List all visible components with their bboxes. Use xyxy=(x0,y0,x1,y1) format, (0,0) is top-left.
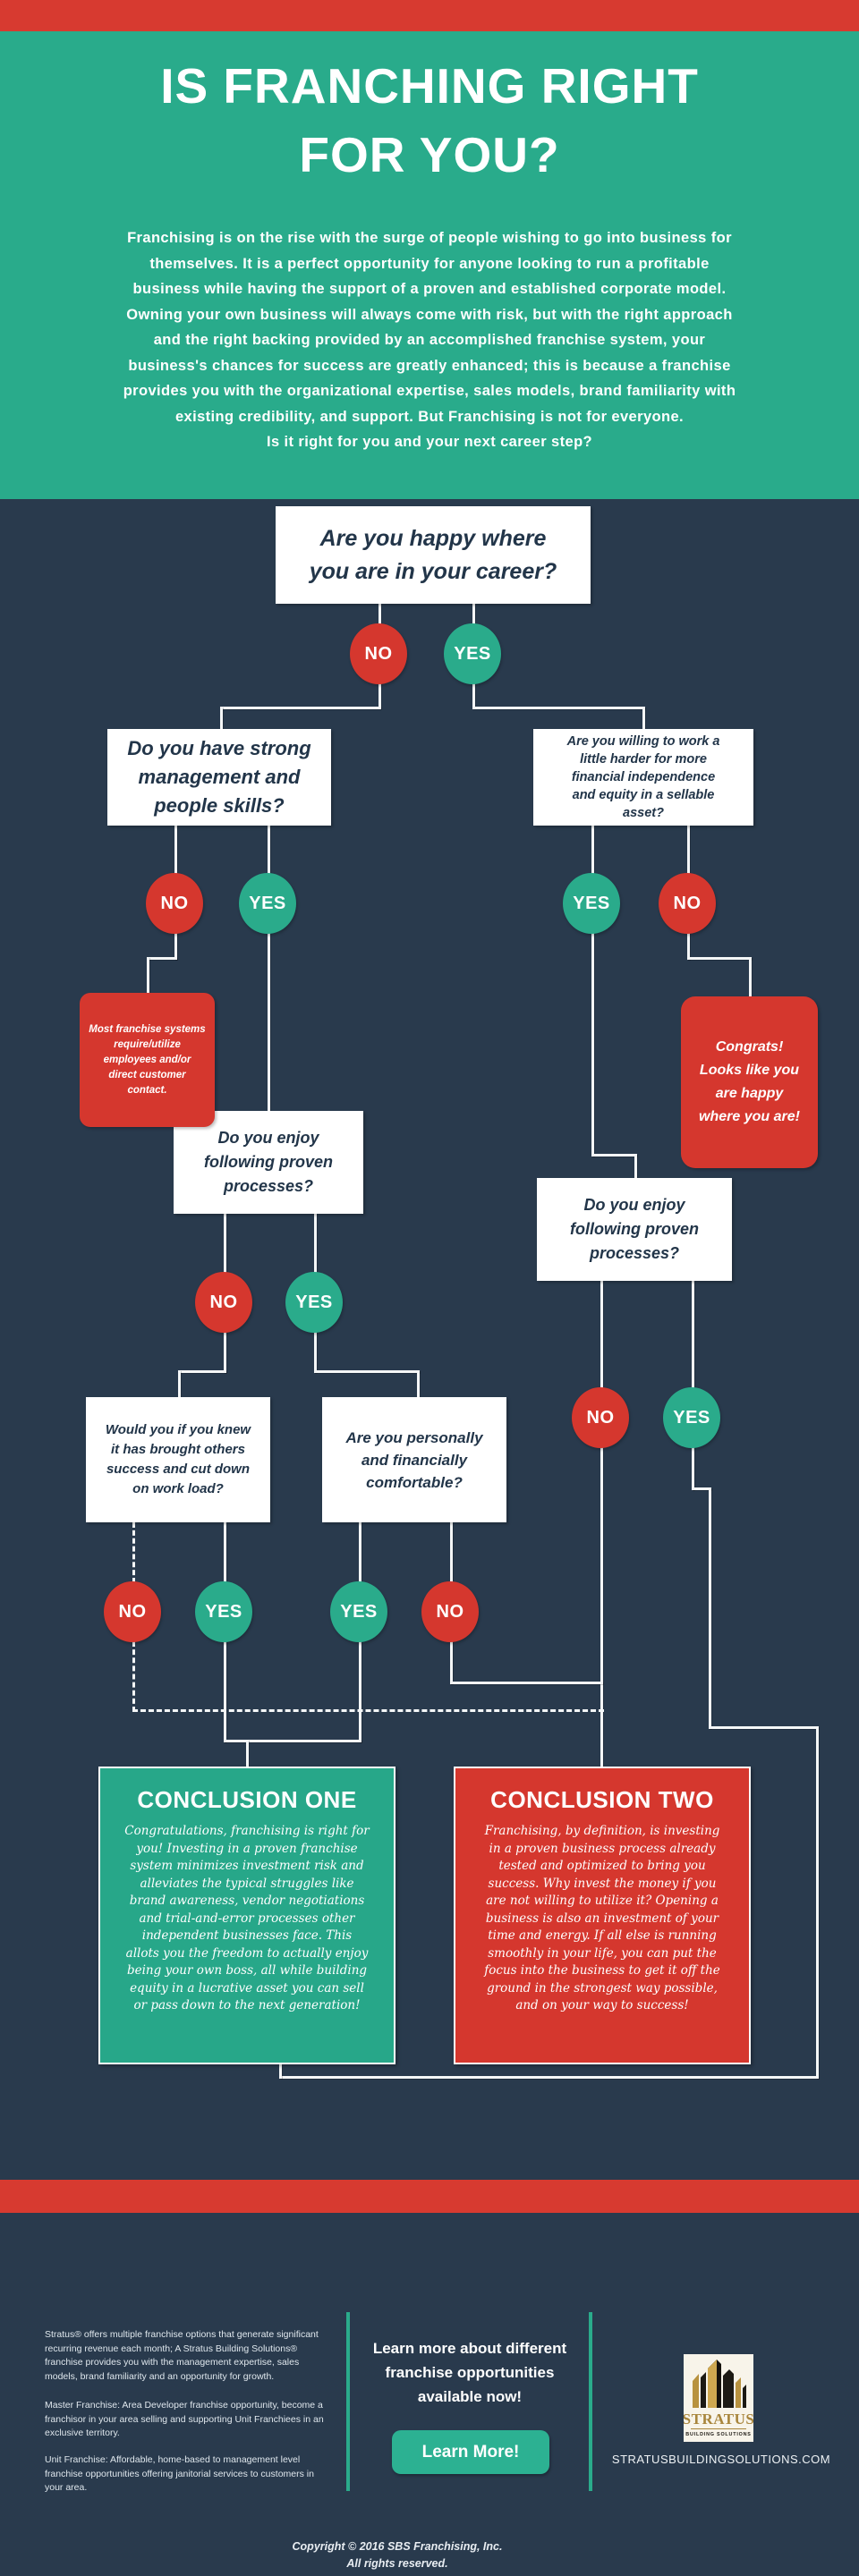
answer-no-circle: NO xyxy=(659,873,716,934)
conclusion-one-title: CONCLUSION ONE xyxy=(137,1786,357,1813)
connector xyxy=(692,1447,694,1490)
connector xyxy=(591,1154,637,1157)
connector xyxy=(220,707,223,731)
connector xyxy=(147,957,177,960)
answer-no-circle: NO xyxy=(421,1581,479,1642)
connector xyxy=(692,1281,694,1390)
connector xyxy=(749,957,752,998)
connector xyxy=(472,683,475,708)
connector xyxy=(314,1370,420,1373)
connector xyxy=(178,1370,226,1373)
top-red-bar xyxy=(0,0,859,31)
connector xyxy=(174,826,177,876)
conclusion-two-title: CONCLUSION TWO xyxy=(490,1786,714,1813)
connector xyxy=(472,707,645,709)
dashed-connector xyxy=(132,1641,135,1712)
connector xyxy=(378,604,381,627)
footer-paragraph-master-franchise: Master Franchise: Area Developer franchi… xyxy=(45,2400,324,2438)
connector xyxy=(268,826,270,876)
website-link[interactable]: STRATUSBUILDINGSOLUTIONS.COM xyxy=(611,2453,831,2466)
connector xyxy=(224,1214,226,1275)
answer-yes-circle: YES xyxy=(663,1387,720,1448)
connector xyxy=(600,1281,603,1390)
connector xyxy=(600,1447,603,1767)
connector xyxy=(450,1522,453,1583)
dashed-connector xyxy=(132,1709,604,1712)
connector xyxy=(220,707,381,709)
connector xyxy=(147,957,149,995)
page-title: IS FRANCHING RIGHT FOR YOU? xyxy=(160,58,699,182)
answer-no-circle: NO xyxy=(146,873,203,934)
connector xyxy=(178,1370,181,1399)
question-career-happy: Are you happy where you are in your care… xyxy=(276,506,591,604)
answer-no-circle: NO xyxy=(104,1581,161,1642)
stratus-buildings-icon: STRATUS BUILDING SOLUTIONS xyxy=(683,2354,754,2442)
question-proven-processes-left: Do you enjoy following proven processes? xyxy=(174,1111,363,1214)
connector xyxy=(314,1214,317,1275)
connector xyxy=(359,1522,361,1583)
connector xyxy=(224,1641,226,1742)
intro-paragraph: Franchising is on the rise with the surg… xyxy=(123,230,736,450)
connector xyxy=(642,707,645,731)
footer-divider-left xyxy=(346,2312,350,2491)
answer-yes-circle: YES xyxy=(330,1581,387,1642)
conclusion-two-box: CONCLUSION TWO Franchising, by definitio… xyxy=(454,1767,751,2064)
connector xyxy=(591,826,594,876)
answer-yes-circle: YES xyxy=(563,873,620,934)
note-congrats: Congrats! Looks like you are happy where… xyxy=(681,996,818,1168)
answer-yes-circle: YES xyxy=(285,1272,343,1333)
conclusion-one-body: Congratulations, franchising is right fo… xyxy=(124,1824,370,2012)
svg-text:BUILDING SOLUTIONS: BUILDING SOLUTIONS xyxy=(685,2432,751,2437)
answer-no-circle: NO xyxy=(572,1387,629,1448)
connector xyxy=(692,1487,711,1490)
connector xyxy=(246,1740,249,1767)
connector xyxy=(816,1726,819,2079)
connector xyxy=(224,1332,226,1373)
connector xyxy=(174,933,177,960)
answer-yes-circle: YES xyxy=(195,1581,252,1642)
footer-divider-right xyxy=(589,2312,592,2491)
question-personally-financially: Are you personally and financially comfo… xyxy=(322,1397,506,1522)
stratus-logo: STRATUS BUILDING SOLUTIONS xyxy=(683,2354,754,2442)
connector xyxy=(687,933,690,960)
copyright-text: Copyright © 2016 SBS Franchising, Inc. A… xyxy=(292,2540,503,2570)
answer-yes-circle: YES xyxy=(444,623,501,684)
connector xyxy=(224,1740,361,1742)
connector xyxy=(687,957,752,960)
connector xyxy=(224,1522,226,1583)
connector xyxy=(450,1641,453,1684)
connector xyxy=(709,1726,819,1729)
footer-red-band xyxy=(0,2180,859,2213)
connector xyxy=(378,683,381,708)
connector xyxy=(709,1487,711,1729)
question-work-harder: Are you willing to work a little harder … xyxy=(533,729,753,826)
answer-no-circle: NO xyxy=(350,623,407,684)
connector xyxy=(279,2076,819,2079)
connector xyxy=(417,1370,420,1399)
answer-no-circle: NO xyxy=(195,1272,252,1333)
connector xyxy=(359,1641,361,1742)
question-would-you-if: Would you if you knew it has brought oth… xyxy=(86,1397,270,1522)
question-proven-processes-right: Do you enjoy following proven processes? xyxy=(537,1178,732,1281)
connector xyxy=(472,604,475,627)
connector xyxy=(687,826,690,876)
connector xyxy=(279,2064,282,2079)
header-green-background xyxy=(0,31,859,499)
connector xyxy=(268,933,270,1112)
connector xyxy=(314,1332,317,1373)
conclusion-two-body: Franchising, by definition, is investing… xyxy=(484,1824,720,2012)
note-most-franchise-systems: Most franchise systems require/utilize e… xyxy=(80,993,215,1127)
footer-paragraph-unit-franchise: Unit Franchise: Affordable, home-based t… xyxy=(45,2454,314,2493)
footer-paragraph-stratus: Stratus® offers multiple franchise optio… xyxy=(45,2329,319,2382)
learn-more-button[interactable]: Learn More! xyxy=(392,2430,549,2474)
dashed-connector xyxy=(132,1522,135,1583)
svg-text:STRATUS: STRATUS xyxy=(684,2411,753,2428)
conclusion-one-box: CONCLUSION ONE Congratulations, franchis… xyxy=(98,1767,395,2064)
question-management-skills: Do you have strong management and people… xyxy=(107,729,331,826)
connector xyxy=(450,1682,603,1684)
connector xyxy=(634,1154,637,1180)
footer-cta-text: Learn more about different franchise opp… xyxy=(372,2340,567,2405)
answer-yes-circle: YES xyxy=(239,873,296,934)
connector xyxy=(591,933,594,1157)
